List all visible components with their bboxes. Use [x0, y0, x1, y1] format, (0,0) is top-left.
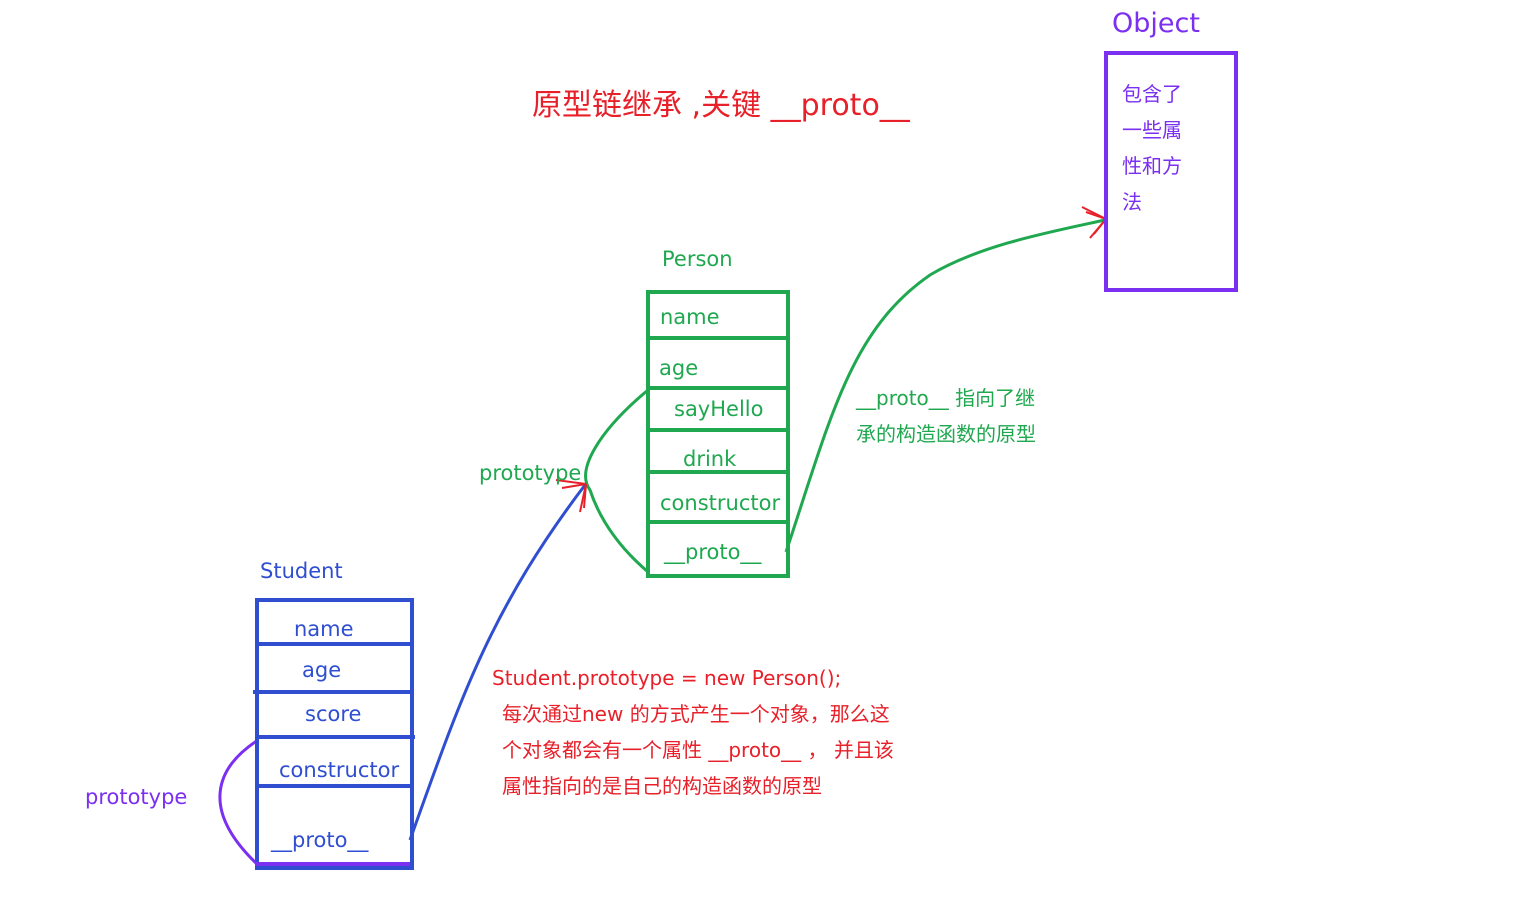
person-divider	[646, 520, 786, 524]
person-field-age: age	[659, 356, 699, 380]
student-bottom-edge	[255, 862, 410, 866]
student-proto-arrow	[408, 484, 587, 841]
page-title: 原型链继承 ,关键 __proto__	[532, 88, 910, 123]
inheritance-note: Student.prototype = new Person(); 每次通过ne…	[492, 660, 894, 804]
person-field-constructor: constructor	[660, 491, 781, 515]
student-field-score: score	[305, 702, 362, 726]
student-field-proto: __proto__	[271, 828, 369, 852]
note-line: 个对象都会有一个属性 __proto__ ， 并且该	[502, 738, 894, 762]
note-line: 属性指向的是自己的构造函数的原型	[502, 774, 822, 798]
note-line: 每次通过new 的方式产生一个对象，那么这	[502, 702, 890, 726]
person-label: Person	[662, 247, 733, 271]
object-line: 一些属	[1122, 118, 1182, 142]
person-field-sayhello: sayHello	[674, 397, 764, 421]
person-prototype-label: prototype	[479, 461, 582, 485]
person-proto-arrow	[784, 218, 1106, 553]
person-proto-note-line: __proto__ 指向了继	[856, 386, 1036, 410]
person-divider	[646, 336, 786, 340]
student-field-age: age	[302, 658, 342, 682]
object-line: 包含了	[1122, 82, 1182, 106]
student-field-constructor: constructor	[279, 758, 400, 782]
arrowhead-person	[555, 479, 587, 513]
object-label: Object	[1112, 8, 1200, 39]
student-prototype-curve	[218, 738, 260, 867]
student-prototype-label: prototype	[85, 785, 188, 809]
person-divider	[646, 470, 786, 474]
student-divider	[255, 642, 410, 646]
student-field-name: name	[294, 617, 354, 641]
object-line: 法	[1122, 190, 1142, 214]
student-divider	[255, 735, 415, 739]
student-box	[255, 598, 414, 870]
note-line-code: Student.prototype = new Person();	[492, 666, 842, 690]
object-description: 包含了 一些属 性和方 法	[1122, 76, 1182, 220]
person-divider	[646, 428, 788, 432]
student-divider	[255, 784, 410, 788]
object-box	[1104, 51, 1238, 292]
person-box	[646, 290, 790, 578]
person-divider	[646, 386, 786, 390]
student-divider	[253, 690, 410, 694]
object-line: 性和方	[1122, 154, 1182, 178]
person-field-proto: __proto__	[664, 540, 762, 564]
person-prototype-curve	[584, 388, 649, 574]
person-field-name: name	[660, 305, 720, 329]
person-proto-note: __proto__ 指向了继 承的构造函数的原型	[856, 380, 1036, 452]
person-field-drink: drink	[683, 447, 737, 471]
person-proto-note-line: 承的构造函数的原型	[856, 422, 1036, 446]
student-label: Student	[260, 559, 343, 583]
